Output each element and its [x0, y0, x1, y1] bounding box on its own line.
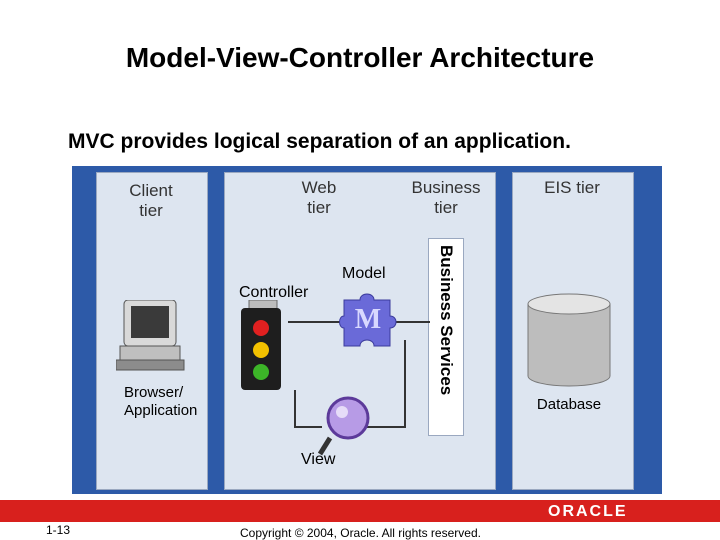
traffic-light-icon	[237, 300, 289, 392]
slide-subtitle: MVC provides logical separation of an ap…	[68, 130, 571, 154]
oracle-logo: ORACLE	[548, 503, 628, 521]
copyright-text: Copyright © 2004, Oracle. All rights res…	[240, 526, 481, 540]
controller-view-connector	[294, 390, 296, 428]
business-tier-label: Business tier	[402, 178, 490, 218]
web-tier-label: Web tier	[294, 178, 344, 218]
view-label: View	[301, 451, 335, 469]
client-tier-label: Client tier	[116, 181, 186, 221]
controller-model-connector	[288, 321, 340, 323]
database-icon	[526, 292, 612, 388]
model-label: Model	[342, 265, 386, 283]
browser-application-label: Browser/ Application	[124, 384, 176, 420]
page-number: 1-13	[46, 523, 70, 537]
model-view-connector	[404, 340, 406, 428]
model-icon-letter: M	[352, 304, 384, 336]
database-label: Database	[522, 396, 616, 413]
business-services-label: Business Services	[436, 245, 456, 435]
magnifier-icon	[318, 394, 378, 458]
eis-tier-label: EIS tier	[542, 178, 602, 198]
computer-icon	[116, 300, 186, 375]
slide-title: Model-View-Controller Architecture	[0, 42, 720, 74]
model-business-connector	[396, 321, 430, 323]
